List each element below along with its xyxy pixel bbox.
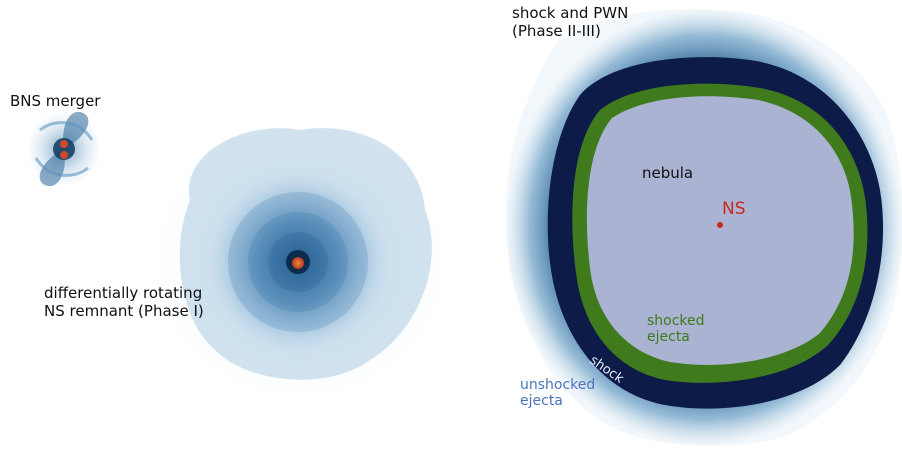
neutron-star-1 — [60, 140, 68, 148]
ns-remnant-disk — [150, 122, 450, 402]
nebula-region — [586, 96, 854, 365]
unshocked-ejecta-label-line2: ejecta — [520, 393, 563, 409]
ns-label: NS — [722, 199, 746, 219]
pwn-label-line1: shock and PWN — [512, 4, 629, 22]
pwn-system — [505, 9, 902, 446]
shocked-ejecta-label-line1: shocked — [647, 313, 705, 329]
shocked-ejecta-label-line2: ejecta — [647, 329, 690, 345]
bns-merger-label: BNS merger — [10, 92, 101, 110]
remnant-label: differentially rotating NS remnant (Phas… — [44, 284, 204, 320]
nebula-label: nebula — [642, 164, 694, 182]
bns-merger-swirl — [28, 111, 100, 187]
unshocked-ejecta-label: unshocked ejecta — [520, 377, 595, 409]
ns-dot — [717, 222, 723, 228]
remnant-label-line2: NS remnant (Phase I) — [44, 302, 204, 320]
remnant-core — [292, 257, 304, 269]
shocked-ejecta-label: shocked ejecta — [647, 313, 705, 345]
pwn-label: shock and PWN (Phase II-III) — [512, 4, 628, 40]
pwn-label-line2: (Phase II-III) — [512, 22, 601, 40]
unshocked-ejecta-label-line1: unshocked — [520, 377, 596, 393]
remnant-label-line1: differentially rotating — [44, 284, 203, 302]
neutron-star-2 — [60, 151, 68, 159]
